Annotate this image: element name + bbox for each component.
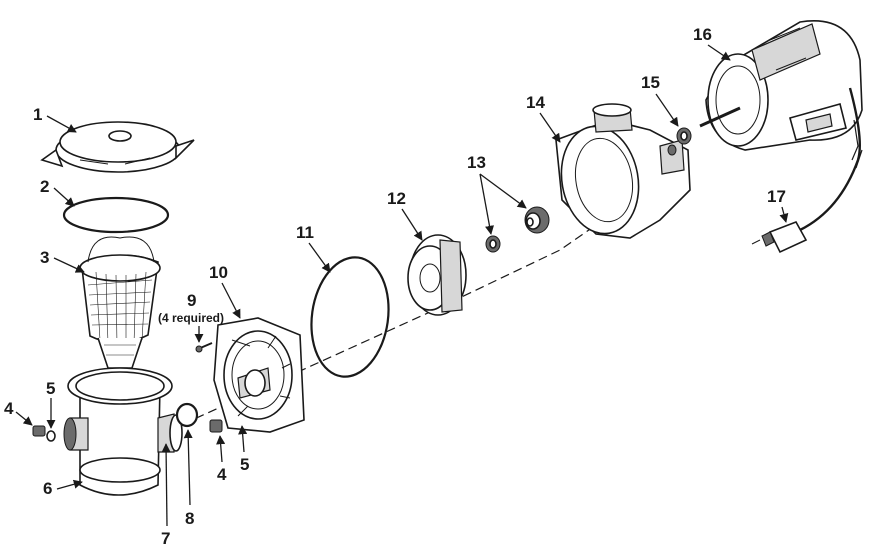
- lid-o-ring: [62, 196, 170, 234]
- callout-2: 2: [40, 177, 49, 196]
- callout-4-left: 4: [4, 399, 14, 418]
- drain-plug-right: [209, 419, 223, 433]
- housing-gasket: [175, 402, 199, 428]
- leader-6: [56, 479, 83, 490]
- callout-3: 3: [40, 248, 49, 267]
- strainer-basket: [79, 236, 161, 369]
- screw: [195, 342, 213, 353]
- leader-4-right: [216, 435, 226, 463]
- leader-1: [46, 115, 77, 133]
- callout-16: 16: [693, 25, 712, 44]
- strainer-lid: [40, 121, 195, 173]
- callout-9: 9: [187, 291, 196, 310]
- callout-7: 7: [161, 529, 170, 548]
- leader-13b: [479, 173, 527, 209]
- leader-12: [401, 208, 423, 241]
- leader-8: [183, 429, 193, 506]
- diffuser-o-ring: [310, 256, 390, 378]
- slinger-washer: [676, 127, 692, 145]
- power-cord: [751, 87, 863, 254]
- leader-11: [308, 242, 331, 273]
- leader-5-right: [238, 425, 248, 453]
- leader-10: [221, 282, 241, 319]
- leader-14: [539, 112, 561, 143]
- strainer-housing: [63, 367, 183, 496]
- leader-15: [655, 93, 679, 127]
- leader-4-left: [15, 411, 33, 426]
- shaft-seal: [485, 206, 550, 253]
- leader-2: [53, 187, 75, 207]
- callout-5-left: 5: [46, 379, 55, 398]
- callout-8: 8: [185, 509, 194, 528]
- leader-13a: [479, 173, 494, 235]
- callout-10: 10: [209, 263, 228, 282]
- callout-17: 17: [767, 187, 786, 206]
- callout-15: 15: [641, 73, 660, 92]
- impeller: [407, 234, 467, 316]
- drain-plug-left: [32, 425, 46, 437]
- leader-16: [707, 44, 731, 61]
- callout-4-right: 4: [217, 465, 227, 484]
- leader-17: [779, 206, 789, 223]
- callout-13: 13: [467, 153, 486, 172]
- pump-body: [555, 103, 691, 239]
- callout-9-note: (4 required): [158, 311, 224, 325]
- callout-12: 12: [387, 189, 406, 208]
- seal-plate: [213, 317, 305, 433]
- callout-11: 11: [296, 223, 314, 242]
- motor: [699, 20, 863, 151]
- drain-plug-o-ring-left: [46, 430, 56, 442]
- callout-5-right: 5: [240, 455, 249, 474]
- leader-3: [53, 257, 85, 273]
- callout-14: 14: [526, 93, 545, 112]
- callout-1: 1: [33, 105, 42, 124]
- callout-6: 6: [43, 479, 52, 498]
- leader-7: [161, 443, 171, 527]
